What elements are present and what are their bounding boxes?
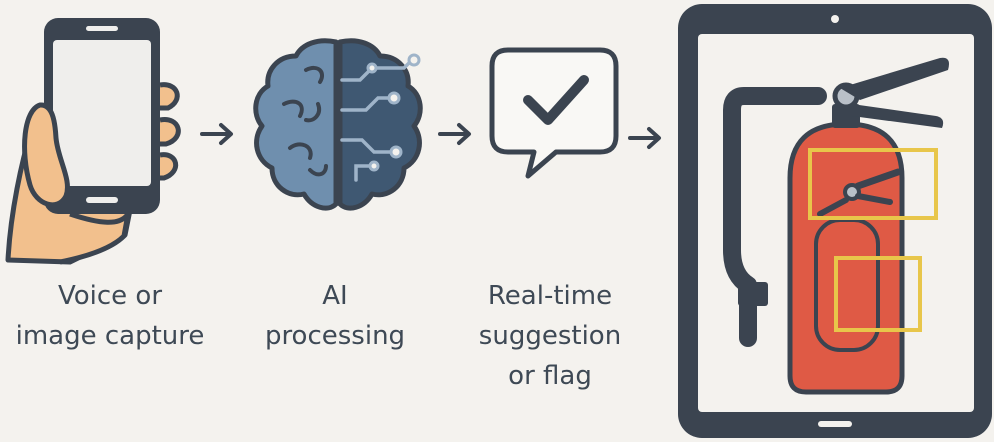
step-label-line: Voice or	[57, 281, 163, 311]
step-label-ai-processing: AI processing	[240, 276, 430, 356]
phone-in-hand-icon	[5, 18, 181, 265]
step-label-line: image capture	[15, 321, 205, 351]
step-label-line: or flag	[508, 361, 592, 391]
highlight-box-bottom	[834, 256, 922, 332]
checkmark-speech-bubble-icon	[489, 47, 619, 179]
step-label-voice-capture: Voice or image capture	[0, 276, 220, 356]
tablet-fire-extinguisher-icon	[678, 4, 992, 438]
step-label-line: suggestion	[478, 321, 622, 351]
highlight-box-top	[808, 148, 938, 220]
step-label-line: Real-time	[487, 281, 613, 311]
arrow-right-icon	[628, 127, 661, 149]
arrow-right-icon	[438, 123, 471, 145]
arrow-right-icon	[200, 123, 233, 145]
step-label-suggestion: Real-time suggestion or flag	[450, 276, 650, 396]
step-label-line: processing	[264, 321, 406, 351]
step-label-line: AI	[322, 281, 348, 311]
brain-circuit-icon	[253, 38, 423, 211]
